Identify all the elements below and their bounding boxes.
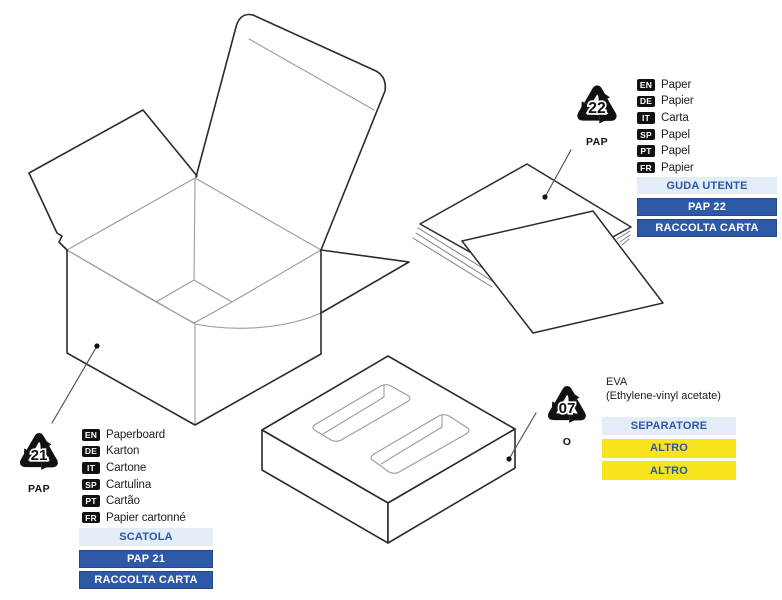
recycle-code-label: PAP <box>27 483 50 495</box>
language-code-badge: EN <box>82 429 100 441</box>
language-code-badge: SP <box>637 128 655 141</box>
language-row: PT Papel <box>637 145 694 157</box>
language-code-badge: EN <box>637 79 655 91</box>
recycle-symbol-21: 21 <box>11 424 67 480</box>
papers-language-list: EN Paper DE Papier IT Carta SP Papel PT … <box>637 79 694 179</box>
tag-guda-utente: GUDA UTENTE <box>637 177 777 194</box>
language-row: DE Papier <box>637 95 694 108</box>
box-illustration <box>28 13 410 426</box>
language-row: EN Paper <box>637 79 694 91</box>
leader-line-box <box>51 343 100 424</box>
language-row: DE Karton <box>82 445 186 458</box>
recycle-arrows-icon: 07 <box>547 386 586 423</box>
box-tags: SCATOLA PAP 21 RACCOLTA CARTA <box>79 528 213 593</box>
language-code-badge: IT <box>82 462 100 474</box>
tag-pap-21: PAP 21 <box>79 549 213 568</box>
language-code-badge: FR <box>637 161 655 174</box>
language-row: FR Papier cartonné <box>82 512 186 524</box>
foam-tray-illustration <box>261 355 537 544</box>
language-row: SP Cartulina <box>82 479 186 491</box>
recycle-arrows-icon: 21 <box>19 433 58 470</box>
language-label: Papel <box>661 145 690 158</box>
language-row: PT Cartão <box>82 495 186 507</box>
foam-material-note: EVA (Ethylene-vinyl acetate) <box>606 376 721 403</box>
box-language-list: EN Paperboard DE Karton IT Cartone SP Ca… <box>82 429 186 529</box>
recycle-code-label: PAP <box>585 136 608 148</box>
tag-scatola: SCATOLA <box>79 528 213 546</box>
language-label: Cartulina <box>106 478 152 491</box>
foam-tags: SEPARATORE ALTRO ALTRO <box>602 417 736 484</box>
leader-line-papers <box>542 149 572 200</box>
recycle-symbol-07: 07 <box>539 377 595 433</box>
language-label: Papier cartonné <box>106 511 186 524</box>
recycle-code-label: O <box>562 436 572 448</box>
tag-altro-1: ALTRO <box>602 438 736 458</box>
language-row: IT Cartone <box>82 462 186 474</box>
language-code-badge: IT <box>637 112 655 124</box>
language-label: Carta <box>661 111 689 124</box>
paper-stack-illustration <box>412 149 664 334</box>
language-label: Papier <box>661 161 694 174</box>
language-row: SP Papel <box>637 129 694 141</box>
material-name: EVA <box>606 376 628 388</box>
language-label: Karton <box>106 445 140 458</box>
recycle-number: 21 <box>31 447 48 464</box>
language-code-badge: PT <box>82 495 100 507</box>
language-row: FR Papier <box>637 162 694 174</box>
tag-separatore: SEPARATORE <box>602 417 736 435</box>
language-label: Papel <box>661 128 690 141</box>
recycle-number: 07 <box>559 400 576 417</box>
recycle-symbol-22: 22 <box>568 76 626 134</box>
language-label: Cartão <box>106 495 140 508</box>
language-row: IT Carta <box>637 112 694 124</box>
papers-tags: GUDA UTENTE PAP 22 RACCOLTA CARTA <box>637 177 777 241</box>
language-code-badge: DE <box>82 445 100 458</box>
recycle-arrows-icon: 22 <box>577 85 617 124</box>
leader-line-foam <box>506 412 537 462</box>
tag-pap-22: PAP 22 <box>637 197 777 216</box>
language-label: Paper <box>661 78 692 91</box>
language-code-badge: DE <box>637 95 655 108</box>
recycle-number: 22 <box>588 100 606 117</box>
language-code-badge: SP <box>82 478 100 491</box>
material-fullname: (Ethylene-vinyl acetate) <box>606 389 721 402</box>
tag-raccolta-carta: RACCOLTA CARTA <box>79 571 213 589</box>
language-code-badge: FR <box>82 511 100 524</box>
language-code-badge: PT <box>637 145 655 157</box>
language-row: EN Paperboard <box>82 429 186 441</box>
language-label: Cartone <box>106 461 147 474</box>
language-label: Papier <box>661 95 694 108</box>
tag-altro-2: ALTRO <box>602 461 736 480</box>
tag-raccolta-carta: RACCOLTA CARTA <box>637 219 777 237</box>
language-label: Paperboard <box>106 428 166 441</box>
